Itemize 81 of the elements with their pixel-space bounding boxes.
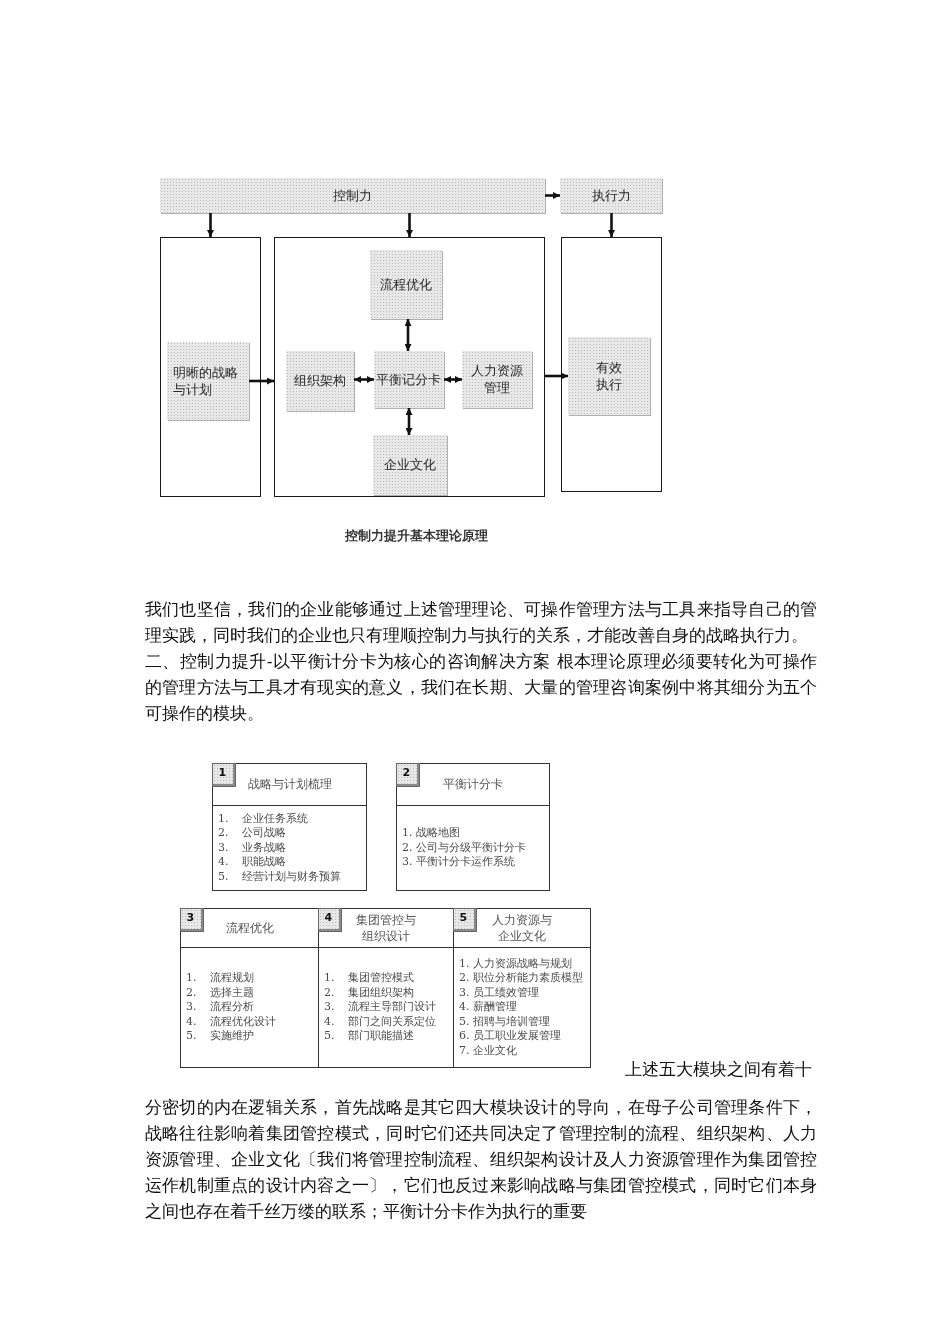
arrow bbox=[545, 192, 560, 199]
list-item: 1. 战略地图 bbox=[402, 826, 461, 841]
arrow bbox=[249, 377, 274, 385]
box-label: 流程优化 bbox=[379, 275, 432, 293]
module-card bbox=[453, 908, 591, 1068]
process-box bbox=[369, 249, 442, 319]
list-item: 6. 员工职业发展管理 bbox=[459, 1029, 562, 1044]
double-arrow bbox=[354, 376, 374, 383]
list-item: 5. 实施维护 bbox=[186, 1029, 255, 1044]
list-item: 2. 公司与分级平衡计分卡 bbox=[402, 840, 527, 855]
process-box bbox=[160, 178, 545, 213]
tile-number: 2 bbox=[402, 765, 411, 780]
list-item: 5. 部门职能描述 bbox=[324, 1029, 415, 1044]
process-box bbox=[166, 341, 249, 420]
list-item: 1. 集团管控模式 bbox=[324, 971, 415, 986]
tile-number: 3 bbox=[186, 910, 195, 925]
process-box bbox=[285, 350, 354, 411]
double-arrow bbox=[444, 376, 462, 383]
number-tile bbox=[395, 762, 420, 787]
module-card bbox=[212, 763, 367, 891]
double-arrow bbox=[405, 408, 413, 435]
number-tile bbox=[211, 762, 236, 787]
list-item: 4. 职能战略 bbox=[218, 855, 287, 870]
list-item: 2. 职位分析能力素质模型 bbox=[459, 971, 584, 986]
paragraph: 分密切的内在逻辑关系，首先战略是其它四大模块设计的导向，在母子公司管理条件下，战略往往影响着集团管控模式，同时它们还共同决定了管理控制的流程、组织架构、人力资源管理、企业文化〔我们将管理控制流程、组织架构设计及人力资源管理作为集团管控运作机制重点的设计内容之一〕，它们也反过来影响战略与集团管控模式，同时它们本身之间也存在着千丝万缕的联系；平衡计分卡作为执行的重要 bbox=[145, 1096, 817, 1223]
process-box bbox=[560, 178, 662, 213]
paragraph: 我们也坚信，我们的企业能够通过上述管理理论、可操作管理方法与工具来指导自己的管理实践，同时我们的企业也只有理顺控制力与执行的关系，才能改善自身的战略执行力。 bbox=[145, 598, 817, 647]
number-tile bbox=[179, 907, 204, 932]
list-item: 3. 流程分析 bbox=[186, 1000, 255, 1015]
list-item: 1. 人力资源战略与规划 bbox=[459, 956, 573, 971]
module-title: 流程优化 bbox=[225, 919, 274, 936]
tile-number: 4 bbox=[324, 910, 333, 925]
list-item: 3. 平衡计分卡运作系统 bbox=[402, 855, 516, 870]
group-frame bbox=[274, 237, 545, 497]
group-frame bbox=[561, 237, 662, 492]
list-item: 2. 公司战略 bbox=[218, 826, 287, 841]
figure-caption: 控制力提升基本理论原理 bbox=[344, 527, 488, 544]
box-label: 人力资源管理 bbox=[469, 362, 524, 396]
box-label: 明晰的战略与计划 bbox=[173, 363, 240, 398]
number-tile bbox=[317, 907, 342, 932]
list-item: 5. 经营计划与财务预算 bbox=[218, 869, 342, 884]
module-card bbox=[396, 763, 550, 891]
list-item: 3. 业务战略 bbox=[218, 840, 287, 855]
box-label: 组织架构 bbox=[293, 372, 346, 389]
module-card bbox=[180, 908, 319, 1068]
list-item: 4. 流程优化设计 bbox=[186, 1014, 277, 1029]
module-card bbox=[318, 908, 454, 1068]
list-item: 3. 流程主导部门设计 bbox=[324, 1000, 437, 1015]
box-label: 平衡记分卡 bbox=[376, 370, 441, 388]
list-item: 3. 员工绩效管理 bbox=[459, 985, 540, 1000]
double-arrow bbox=[404, 319, 412, 351]
box-label: 执行力 bbox=[591, 187, 631, 204]
module-title: 平衡计分卡 bbox=[443, 776, 503, 793]
process-box bbox=[373, 350, 444, 408]
list-item: 1. 企业任务系统 bbox=[218, 811, 309, 826]
arrow bbox=[406, 213, 413, 237]
group-frame bbox=[160, 237, 261, 497]
box-label: 企业文化 bbox=[383, 456, 436, 473]
module-title: 战略与计划梳理 bbox=[247, 776, 332, 793]
module-title: 集团管控与组织设计 bbox=[355, 911, 417, 944]
tile-number: 5 bbox=[459, 910, 468, 925]
process-box bbox=[461, 350, 532, 408]
process-box bbox=[372, 434, 447, 495]
module-title: 人力资源与企业文化 bbox=[491, 911, 553, 944]
paragraph: 二、控制力提升-以平衡计分卡为核心的咨询解决方案 根本理论原理必须要转化为可操作的管理方法与工具才有现实的意义，我们在长期、大量的管理咨询案例中将其细分为五个可操作的模块。 bbox=[145, 650, 817, 725]
list-item: 5. 招聘与培训管理 bbox=[459, 1014, 551, 1029]
paragraph: 上述五大模块之间有着十 bbox=[625, 1058, 812, 1081]
list-item: 7. 企业文化 bbox=[459, 1043, 518, 1058]
box-label: 控制力 bbox=[333, 187, 372, 204]
arrow bbox=[207, 213, 214, 237]
list-item: 4. 薪酬管理 bbox=[459, 1000, 518, 1015]
arrow bbox=[545, 372, 568, 380]
tile-number: 1 bbox=[218, 765, 227, 780]
number-tile bbox=[452, 907, 477, 932]
list-item: 4. 部门之间关系定位 bbox=[324, 1014, 437, 1029]
arrow bbox=[608, 213, 615, 237]
list-item: 2. 集团组织架构 bbox=[324, 985, 415, 1000]
process-box bbox=[567, 336, 650, 415]
box-label: 有效执行 bbox=[594, 358, 623, 393]
list-item: 2. 选择主题 bbox=[186, 985, 255, 1000]
list-item: 1. 流程规划 bbox=[186, 971, 255, 986]
